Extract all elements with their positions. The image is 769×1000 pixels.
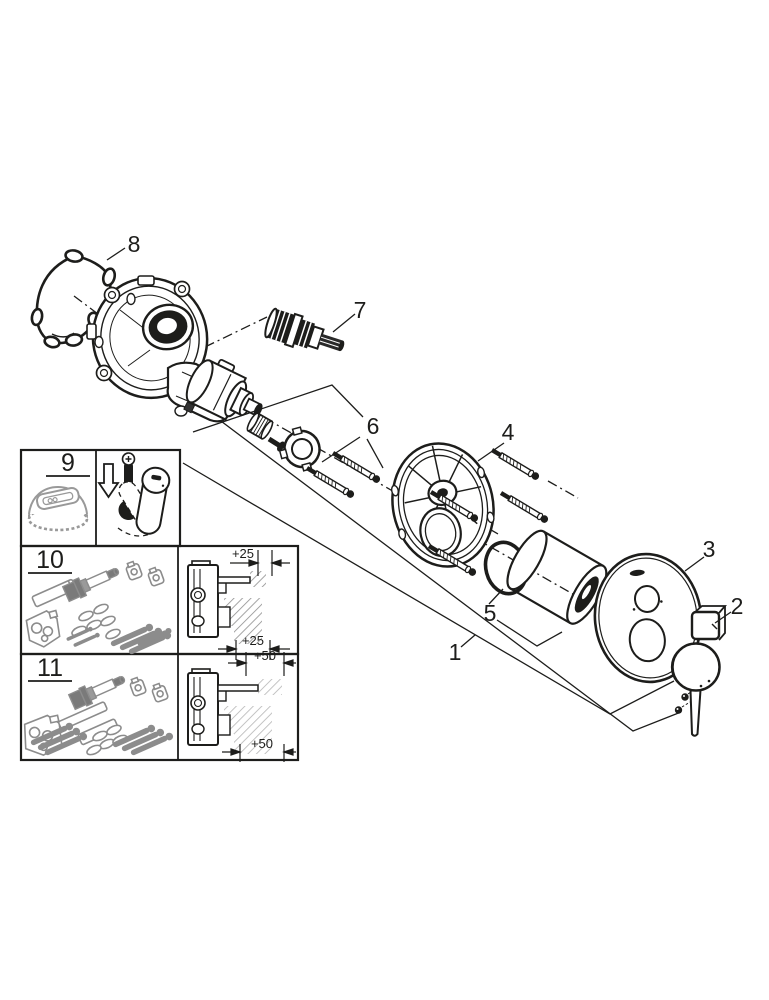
callout-9: 9 [61, 449, 75, 477]
dimension-label: +50 [254, 648, 276, 663]
fixing-screw [330, 449, 383, 485]
leader-6c [366, 438, 384, 469]
leader-5b [496, 619, 563, 647]
extension-kit-50-parts [23, 669, 175, 757]
cartridge-part [264, 307, 345, 352]
fixing-screw [304, 464, 357, 500]
adapter-body [183, 358, 263, 421]
callout-1: 1 [449, 639, 462, 665]
adapter-cube-part [690, 605, 727, 641]
extension-kit-25-parts [25, 559, 173, 656]
callout-6: 6 [367, 413, 380, 439]
wall-hatch [258, 679, 282, 695]
kit-box-11 [19, 652, 300, 762]
callout-11: 11 [37, 654, 63, 682]
callout-4: 4 [502, 419, 515, 445]
handle-lever [689, 689, 702, 737]
callout-7: 7 [354, 297, 367, 323]
wall-hatch [250, 571, 266, 587]
callout-5: 5 [484, 600, 497, 626]
small-bolt [267, 436, 285, 452]
callout-3: 3 [703, 536, 716, 562]
leader-8 [106, 247, 126, 261]
leader-2 [714, 611, 732, 624]
wall-hatch [224, 706, 272, 754]
mounting-screw [498, 489, 551, 525]
dimension-label: +25 [242, 633, 264, 648]
kit-boxes [19, 448, 300, 762]
gasket-axis-line [73, 295, 99, 315]
lever-handle-icon [117, 466, 171, 537]
sleeve [506, 529, 608, 625]
valve-body [86, 275, 238, 423]
mounting-plate-part [390, 442, 495, 568]
lock-ring [278, 426, 321, 472]
callout-8: 8 [128, 231, 141, 257]
mounting-screw [489, 446, 542, 482]
leader-5a [488, 588, 504, 605]
trim-set-bracket [182, 402, 682, 732]
knurled-nut [246, 412, 274, 440]
screw-axis-line [547, 480, 579, 499]
callout-2: 2 [731, 593, 744, 619]
leader-7 [332, 313, 356, 333]
section-view-25: +25 +25 [187, 546, 290, 660]
callout-10: 10 [36, 546, 64, 574]
arrow-down-icon [97, 463, 120, 499]
leader-6b [321, 436, 361, 463]
wall-hatch [224, 598, 262, 644]
leader-6a [192, 384, 364, 433]
handle [670, 642, 721, 737]
brand-logo-mark [629, 569, 645, 576]
callout-leader-lines [106, 247, 732, 647]
cartridge-axis-line [204, 316, 268, 348]
leader-3 [684, 556, 705, 572]
cap-part [27, 485, 89, 532]
leader-4 [477, 442, 505, 462]
section-view-50: +50 +50 [187, 648, 296, 762]
dimension-label: +50 [251, 736, 273, 751]
dimension-label: +25 [232, 546, 254, 561]
set-screws [674, 688, 696, 714]
escutcheon-part [593, 552, 703, 684]
